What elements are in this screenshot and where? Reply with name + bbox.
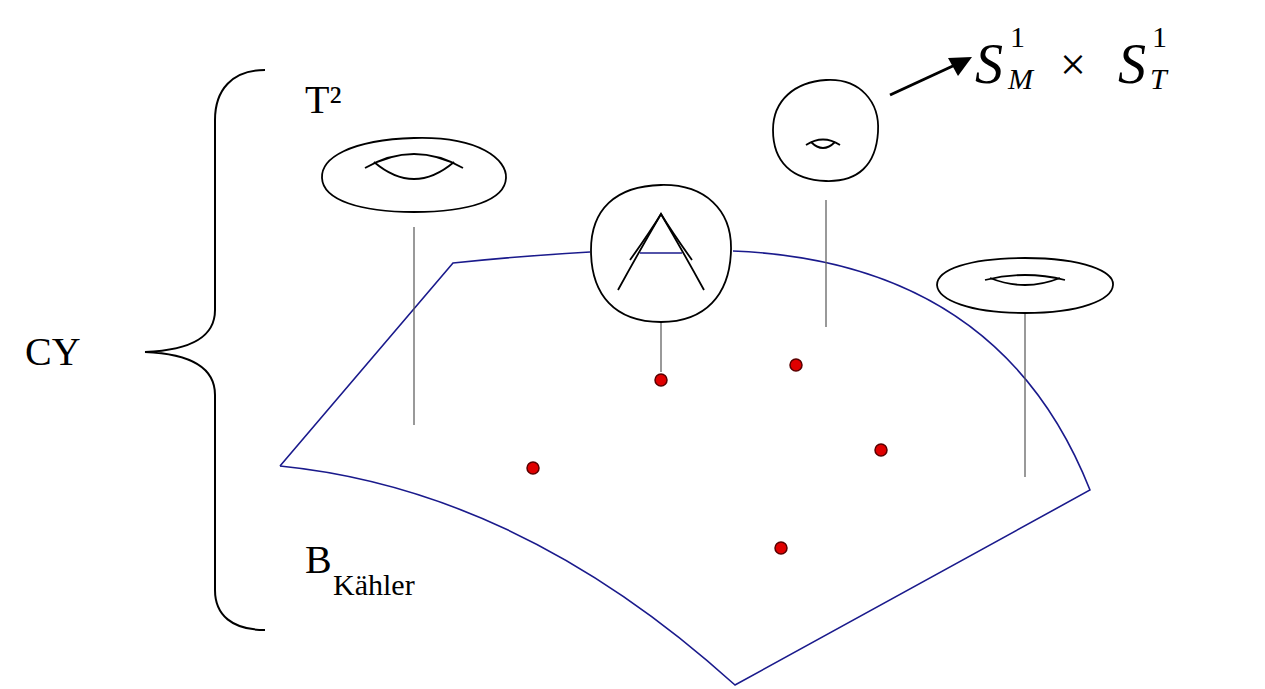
superscript: 1	[1010, 22, 1025, 52]
small-torus	[773, 80, 878, 181]
subscript: T	[1150, 64, 1167, 94]
fiber-label: T²	[305, 80, 341, 120]
pinched-torus	[591, 185, 731, 322]
singular-points	[527, 359, 887, 554]
circle-symbol: S	[1118, 36, 1146, 92]
base-label: B	[305, 540, 332, 580]
flat-torus	[937, 258, 1113, 313]
product-symbol: ×	[1060, 42, 1086, 88]
space-label: CY	[25, 332, 81, 372]
base-subscript: Kähler	[333, 570, 415, 600]
curly-bracket	[145, 70, 265, 630]
superscript: 1	[1152, 22, 1167, 52]
subscript: M	[1008, 64, 1033, 94]
base-surface-edge	[280, 252, 590, 466]
circle-symbol: S	[975, 36, 1003, 92]
torus	[322, 138, 506, 212]
pointer-arrow	[890, 65, 955, 95]
arrow-head	[948, 57, 972, 76]
